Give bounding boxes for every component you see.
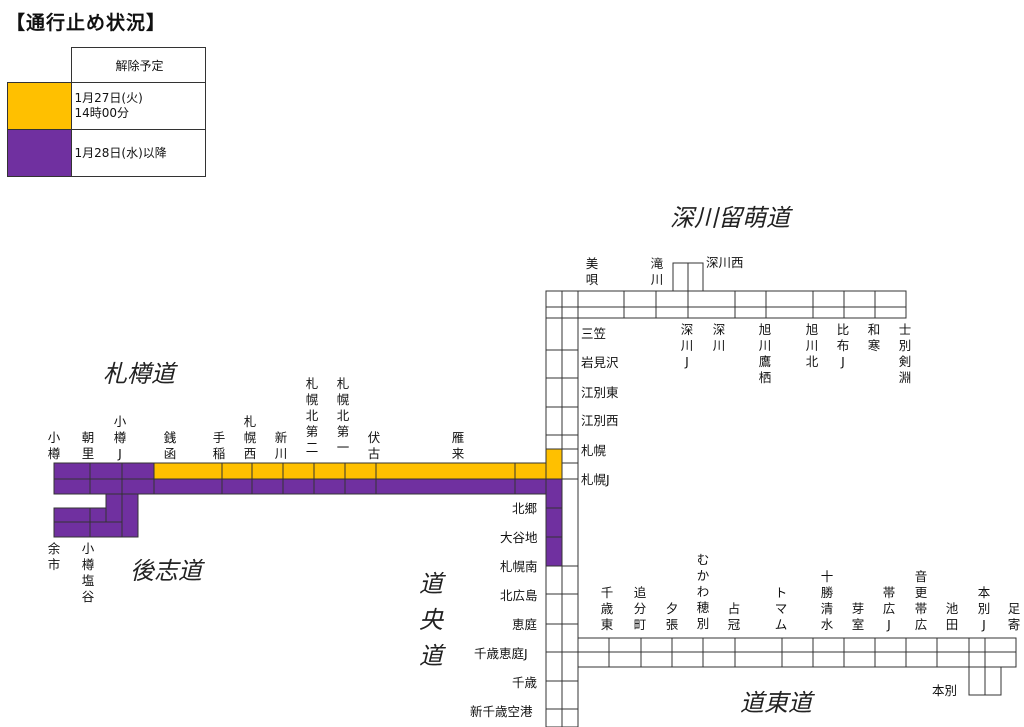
station-fukagawa-j: 深川J [680,322,694,369]
station-kitago: 北郷 [512,501,538,516]
segment-shiribeshi-connector-outer [121,493,139,538]
segment-honbetsu-right [984,666,1002,696]
segment-doto-top [577,637,1017,653]
station-ikeda: 池田 [945,601,959,632]
segment-honbetsu-left [968,666,986,696]
station-fukagawa-nishi: 深川西 [706,255,744,270]
station-chitose-higashi: 千歳東 [600,585,614,632]
station-asari: 朝里 [81,430,95,461]
station-zenibako: 銭函 [163,430,177,461]
station-otofuke: 音更帯広 [914,569,928,632]
segment-doo-north [545,290,563,464]
station-mikasa: 三笠 [581,326,607,341]
legend-header: 解除予定 [70,47,206,83]
legend-label-yellow: 1月27日(火)14時00分 [70,82,206,130]
segment-sapporo-sapporo-j [545,448,563,480]
station-iwamizawa: 岩見沢 [581,355,619,370]
legend-swatch-yellow [7,82,72,130]
station-shinkawa: 新川 [274,430,288,461]
segment-doo-east-bottom [577,306,907,319]
road-name-doto: 道東道 [740,689,812,717]
station-honbetsu-j: 本別J [977,585,991,632]
station-memuro: 芽室 [851,601,865,632]
station-pippu-j: 比布J [836,322,850,369]
station-fukagawa: 深川 [712,322,726,353]
station-kitahiroshima: 北広島 [500,588,538,603]
station-takikawa: 滝川 [650,256,664,287]
station-asahikawa-takasu: 旭川鷹栖 [758,322,772,385]
station-eniwa: 恵庭 [512,617,538,632]
station-sapporo-kita1: 札幌北第一 [336,376,350,455]
segment-sapporo-j-sapporo-minami [545,478,563,567]
station-ebetsu-higashi: 江別東 [581,385,619,400]
station-wassamu: 和寒 [867,322,881,353]
station-tokachi-shimizu: 十勝清水 [820,569,834,632]
segment-doo-south-inner [561,478,579,567]
station-sapporo-minami: 札幌南 [500,559,538,574]
segment-doto-bottom [577,651,1017,668]
station-sapporo-j: 札幌J [581,472,610,487]
station-otaru-shioya: 小樽塩谷 [81,541,95,604]
station-sapporo-kita2: 札幌北第二 [305,376,319,455]
road-name-sasson: 札樽道 [103,360,175,388]
segment-doo-north-inner [561,306,579,464]
station-shin-chitose: 新千歳空港 [470,704,533,719]
station-shimukappu: 占冠 [727,601,741,632]
page-title: 【通行止め状況】 [6,12,167,34]
station-tomamu: トマム [774,585,788,632]
station-yoichi: 余市 [47,541,61,572]
station-chitose: 千歳 [512,675,538,690]
segment-otaru-zenibako-top [53,462,155,480]
station-otaru-j: 小樽J [113,414,127,461]
segment-doo-east-top [545,290,907,308]
segment-shiribeshi-connector-inner [105,493,123,523]
station-sapporo: 札幌 [581,443,607,458]
segment-otaru-sapporo-j-bottom [53,478,547,495]
segment-doo-south-inner-2 [561,565,579,727]
station-oyachi: 大谷地 [500,530,538,545]
station-honbetsu: 本別 [932,683,958,698]
station-otaru: 小樽 [47,430,61,461]
legend-label-purple: 1月28日(水)以降 [70,129,206,177]
station-asahikawa-kita: 旭川北 [805,322,819,369]
station-karikita: 雁来 [451,430,465,461]
legend-table: 解除予定 1月27日(火)14時00分 1月28日(水)以降 [7,47,206,177]
station-ashoro: 足寄 [1007,601,1021,632]
station-ebetsu-nishi: 江別西 [581,413,619,428]
road-name-shiribeshi: 後志道 [130,557,202,585]
road-name-doo: 道央道 [419,570,443,670]
station-obihiro-j: 帯広J [882,585,896,632]
station-mibai: 美唄 [585,256,599,287]
legend-swatch-purple [7,129,72,177]
station-fushiko: 伏古 [367,430,381,461]
segment-sapporo-inner [561,448,579,480]
station-shibetsu-kembuchi: 士別剣淵 [898,322,912,385]
road-name-fukagawa-rumoi: 深川留萌道 [670,204,790,232]
station-mukawa: むかわ穂別 [696,552,710,631]
station-yubari: 夕張 [665,601,679,632]
segment-doo-south [545,565,563,727]
station-teine: 手稲 [212,430,226,461]
station-oiwake: 追分町 [633,585,647,632]
station-chitose-eniwa-j: 千歳恵庭J [474,646,528,661]
segment-zenibako-sapporo-j-top [153,462,547,480]
station-sapporo-nishi: 札幌西 [243,414,257,461]
